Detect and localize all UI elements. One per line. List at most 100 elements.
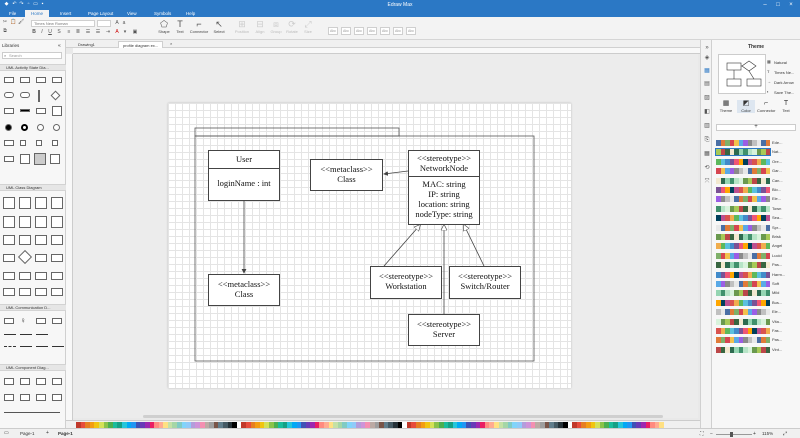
align-center-icon[interactable]: ☰	[85, 29, 91, 35]
indent-icon[interactable]: ⇥	[105, 29, 111, 35]
shape-item[interactable]	[35, 254, 47, 262]
class-switch-router[interactable]: <<stereotype>> Switch/Router	[449, 266, 521, 299]
menu-page-layout[interactable]: Page Layout	[88, 11, 114, 16]
palette-color-swatch[interactable]	[241, 421, 246, 428]
palette-color-swatch[interactable]	[484, 421, 490, 428]
palette-color-swatch[interactable]	[305, 421, 311, 428]
palette-color-swatch[interactable]	[448, 421, 453, 428]
shape-item[interactable]	[36, 394, 46, 401]
shape-item[interactable]	[19, 197, 31, 209]
shape-item[interactable]	[35, 235, 47, 245]
line-shape[interactable]	[4, 412, 60, 413]
palette-color-swatch[interactable]	[379, 421, 384, 428]
menu-symbols[interactable]: Symbols	[154, 11, 172, 16]
color-scheme-row[interactable]: Sea...	[716, 215, 782, 222]
palette-color-swatch[interactable]	[434, 421, 439, 428]
shape-item[interactable]	[52, 394, 62, 401]
fit-icon[interactable]: ⤧	[704, 179, 710, 185]
shape-item[interactable]	[3, 288, 15, 296]
shape-item[interactable]	[19, 216, 31, 228]
palette-color-swatch[interactable]	[512, 421, 517, 428]
palette-color-swatch[interactable]	[659, 421, 664, 428]
theme-icon[interactable]: ▦	[704, 68, 710, 74]
shape-item[interactable]	[20, 394, 30, 401]
bullets-icon[interactable]: ≡	[67, 29, 71, 35]
palette-color-swatch[interactable]	[227, 421, 233, 428]
palette-color-swatch[interactable]	[255, 421, 260, 428]
shape-item[interactable]	[17, 249, 33, 265]
color-scheme-row[interactable]: Pas...	[716, 337, 782, 344]
palette-color-swatch[interactable]	[452, 421, 458, 428]
palette-color-swatch[interactable]	[503, 421, 508, 428]
shape-item[interactable]	[4, 378, 14, 385]
palette-color-swatch[interactable]	[562, 421, 568, 428]
palette-color-swatch[interactable]	[650, 421, 655, 428]
palette-color-swatch[interactable]	[461, 421, 467, 428]
line-shape[interactable]	[4, 334, 16, 335]
shape-item[interactable]	[35, 216, 47, 228]
palette-color-swatch[interactable]	[144, 421, 150, 428]
maximize-button[interactable]: □	[776, 2, 780, 8]
tab-drawing1[interactable]: Drawing1	[78, 42, 95, 47]
shape-item[interactable]	[4, 92, 14, 98]
layers-icon[interactable]: ◧	[704, 109, 710, 115]
palette-color-swatch[interactable]	[282, 421, 288, 428]
shape-item[interactable]	[38, 90, 40, 102]
palette-color-swatch[interactable]	[195, 421, 201, 428]
class-server[interactable]: <<stereotype>> Server	[408, 314, 480, 346]
palette-color-swatch[interactable]	[370, 421, 375, 428]
shape-item[interactable]	[35, 288, 47, 296]
tab-profile-diagram[interactable]: profile diagram ex...	[118, 41, 164, 48]
palette-color-swatch[interactable]	[429, 421, 435, 428]
palette-color-swatch[interactable]	[365, 421, 370, 428]
palette-color-swatch[interactable]	[121, 421, 127, 428]
drawing-page[interactable]: User loginName : int <<metaclass>> Class…	[168, 103, 571, 388]
palette-color-swatch[interactable]	[204, 421, 210, 428]
class-networknode[interactable]: <<stereotype>> NetworkNode MAC: string I…	[408, 150, 480, 225]
close-button[interactable]: ×	[789, 2, 793, 8]
palette-color-swatch[interactable]	[457, 421, 462, 428]
palette-color-swatch[interactable]	[539, 421, 545, 428]
palette-color-swatch[interactable]	[489, 421, 495, 428]
palette-color-swatch[interactable]	[530, 421, 536, 428]
select-tool-button[interactable]: ↖Select	[213, 19, 225, 34]
open-icon[interactable]: ▭	[33, 1, 38, 7]
shape-item[interactable]	[36, 77, 46, 83]
font-color-icon[interactable]: A	[115, 29, 119, 35]
font-name-select[interactable]: Times New Roman	[31, 20, 95, 27]
color-scheme-row[interactable]: Can...	[716, 177, 783, 184]
shape-item[interactable]	[19, 235, 31, 245]
palette-color-swatch[interactable]	[471, 421, 476, 428]
color-scheme-row[interactable]: Soft	[716, 281, 779, 287]
paste-icon[interactable]: 📋	[10, 19, 17, 25]
color-scheme-row[interactable]: Vita...	[716, 318, 782, 325]
palette-color-swatch[interactable]	[347, 421, 352, 428]
underline-icon[interactable]: U	[48, 29, 52, 35]
fit-page-icon[interactable]: ⛶	[700, 431, 704, 437]
palette-color-swatch[interactable]	[388, 421, 393, 428]
history-icon[interactable]: ⟲	[704, 165, 710, 171]
palette-color-swatch[interactable]	[278, 421, 283, 428]
palette-color-swatch[interactable]	[76, 421, 81, 428]
palette-color-swatch[interactable]	[480, 421, 485, 428]
position-button[interactable]: ⊞Position	[234, 19, 250, 34]
chart-icon[interactable]: ▥	[704, 123, 710, 129]
shrink-font-icon[interactable]: a	[122, 20, 126, 26]
color-scheme-row[interactable]: Ede...	[716, 140, 782, 146]
shape-item[interactable]	[4, 318, 14, 324]
redo-icon[interactable]: ↷	[19, 1, 24, 7]
horizontal-scrollbar[interactable]	[143, 415, 663, 418]
palette-color-swatch[interactable]	[264, 421, 269, 428]
zoom-slider-track[interactable]	[716, 433, 752, 435]
color-scheme-row[interactable]: Spr...	[716, 224, 781, 231]
palette-color-swatch[interactable]	[126, 421, 132, 428]
palette-color-swatch[interactable]	[94, 421, 99, 428]
add-color-scheme-button[interactable]: +	[716, 124, 796, 131]
palette-color-swatch[interactable]	[356, 421, 361, 428]
shape-item[interactable]	[52, 318, 62, 324]
shape-item[interactable]	[51, 272, 63, 280]
palette-color-swatch[interactable]	[392, 421, 398, 428]
color-scheme-row[interactable]: Nat...	[715, 148, 782, 157]
palette-color-swatch[interactable]	[177, 421, 182, 428]
numbering-icon[interactable]: ≣	[75, 29, 81, 35]
